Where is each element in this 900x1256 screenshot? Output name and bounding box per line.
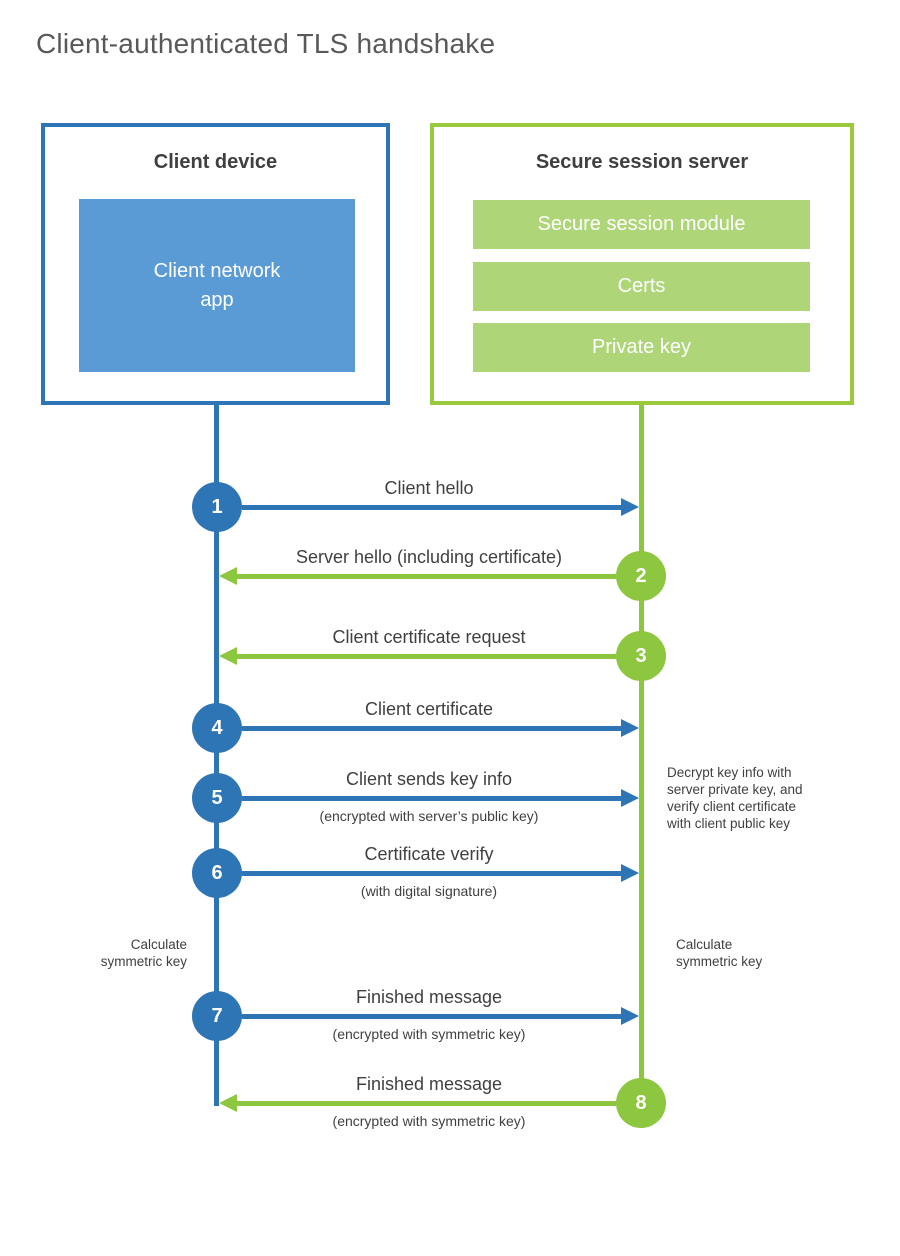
- server-module-private-key: Private key: [473, 323, 810, 372]
- step-circle-3: 3: [616, 631, 666, 681]
- message-sublabel: (encrypted with server’s public key): [319, 808, 539, 824]
- client-lifeline: [214, 405, 219, 1106]
- arrowhead-icon: [621, 1007, 639, 1025]
- calculate-symmetric-key-server: Calculate symmetric key: [676, 937, 763, 969]
- page-title: Client-authenticated TLS handshake: [36, 28, 496, 59]
- message-arrow-line: [242, 726, 621, 731]
- arrowhead-icon: [621, 498, 639, 516]
- message-label: Finished message: [355, 987, 503, 1007]
- arrowhead-icon: [219, 1094, 237, 1112]
- arrowhead-icon: [621, 789, 639, 807]
- step-circle-1: 1: [192, 482, 242, 532]
- secure-session-server-title: Secure session server: [535, 151, 749, 173]
- step-circle-6: 6: [192, 848, 242, 898]
- step-circle-2: 2: [616, 551, 666, 601]
- arrowhead-icon: [219, 647, 237, 665]
- message-label: Client hello: [384, 478, 474, 498]
- server-lifeline: [639, 405, 644, 1128]
- step-circle-8: 8: [616, 1078, 666, 1128]
- calculate-symmetric-key-client: Calculate symmetric key: [100, 937, 187, 969]
- message-label: Client sends key info: [345, 769, 513, 789]
- message-arrow-line: [237, 654, 616, 659]
- message-label: Server hello (including certificate): [295, 547, 563, 567]
- message-arrow-line: [237, 1101, 616, 1106]
- message-arrow-line: [242, 871, 621, 876]
- message-sublabel: (with digital signature): [360, 883, 498, 899]
- message-label: Client certificate request: [332, 627, 526, 647]
- message-arrow-line: [237, 574, 616, 579]
- arrowhead-icon: [621, 719, 639, 737]
- step-circle-5: 5: [192, 773, 242, 823]
- arrowhead-icon: [219, 567, 237, 585]
- server-module-certs: Certs: [473, 262, 810, 311]
- message-arrow-line: [242, 505, 621, 510]
- message-label: Client certificate: [364, 699, 494, 719]
- decrypt-key-note: Decrypt key info with server private key…: [667, 765, 803, 831]
- message-sublabel: (encrypted with symmetric key): [332, 1026, 526, 1042]
- step-circle-7: 7: [192, 991, 242, 1041]
- message-arrow-line: [242, 1014, 621, 1019]
- message-label: Finished message: [355, 1074, 503, 1094]
- message-sublabel: (encrypted with symmetric key): [332, 1113, 526, 1129]
- server-module-secure-session: Secure session module: [473, 200, 810, 249]
- message-arrow-line: [242, 796, 621, 801]
- step-circle-4: 4: [192, 703, 242, 753]
- message-label: Certificate verify: [364, 844, 494, 864]
- client-network-app-box: Client network app: [79, 199, 355, 372]
- arrowhead-icon: [621, 864, 639, 882]
- client-device-title: Client device: [153, 151, 278, 173]
